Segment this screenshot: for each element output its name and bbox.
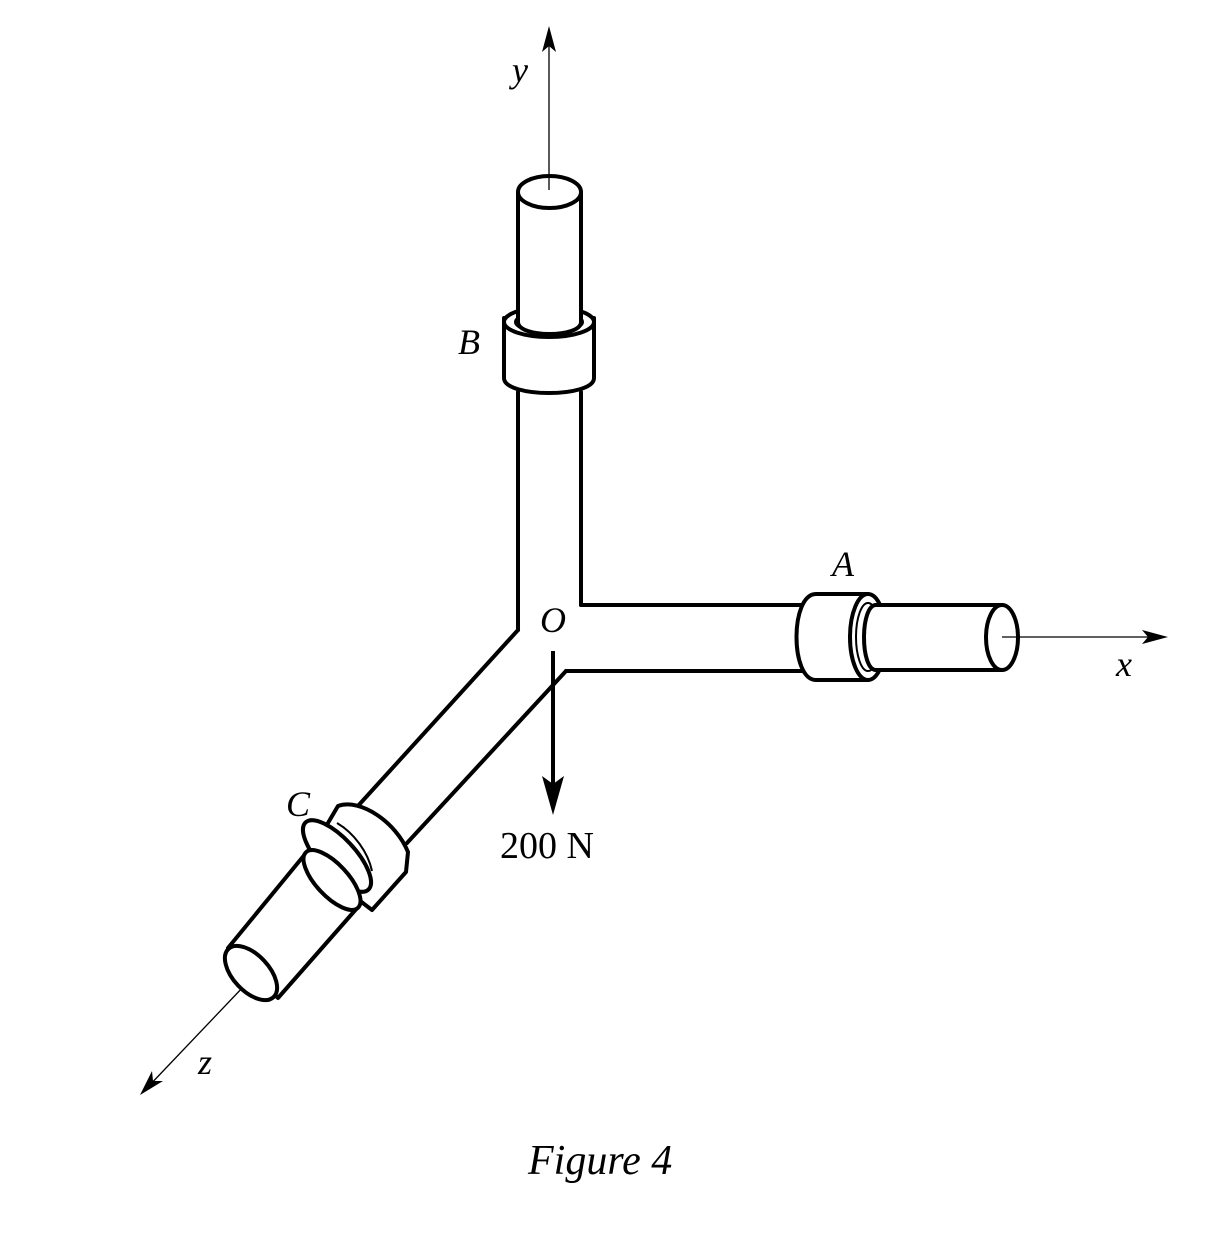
load-label: 200 N bbox=[500, 825, 594, 867]
bearing-c-label: C bbox=[286, 784, 311, 824]
y-axis bbox=[542, 26, 556, 190]
z-pipe bbox=[355, 626, 568, 845]
x-pipe bbox=[564, 603, 808, 673]
x-axis bbox=[1002, 630, 1168, 644]
y-pipe bbox=[516, 390, 583, 630]
y-axis-label: y bbox=[509, 50, 528, 90]
z-axis-label: z bbox=[197, 1042, 212, 1082]
origin-label: O bbox=[540, 600, 566, 640]
bearing-b-label: B bbox=[458, 322, 480, 362]
bearing-a-label: A bbox=[830, 544, 855, 584]
x-axis-label: x bbox=[1115, 644, 1132, 684]
figure-caption: Figure 4 bbox=[527, 1138, 672, 1184]
load-arrow bbox=[542, 651, 564, 815]
x-shaft bbox=[862, 603, 1020, 672]
z-shaft bbox=[222, 848, 363, 1003]
y-shaft bbox=[516, 174, 583, 336]
z-axis bbox=[140, 984, 246, 1095]
